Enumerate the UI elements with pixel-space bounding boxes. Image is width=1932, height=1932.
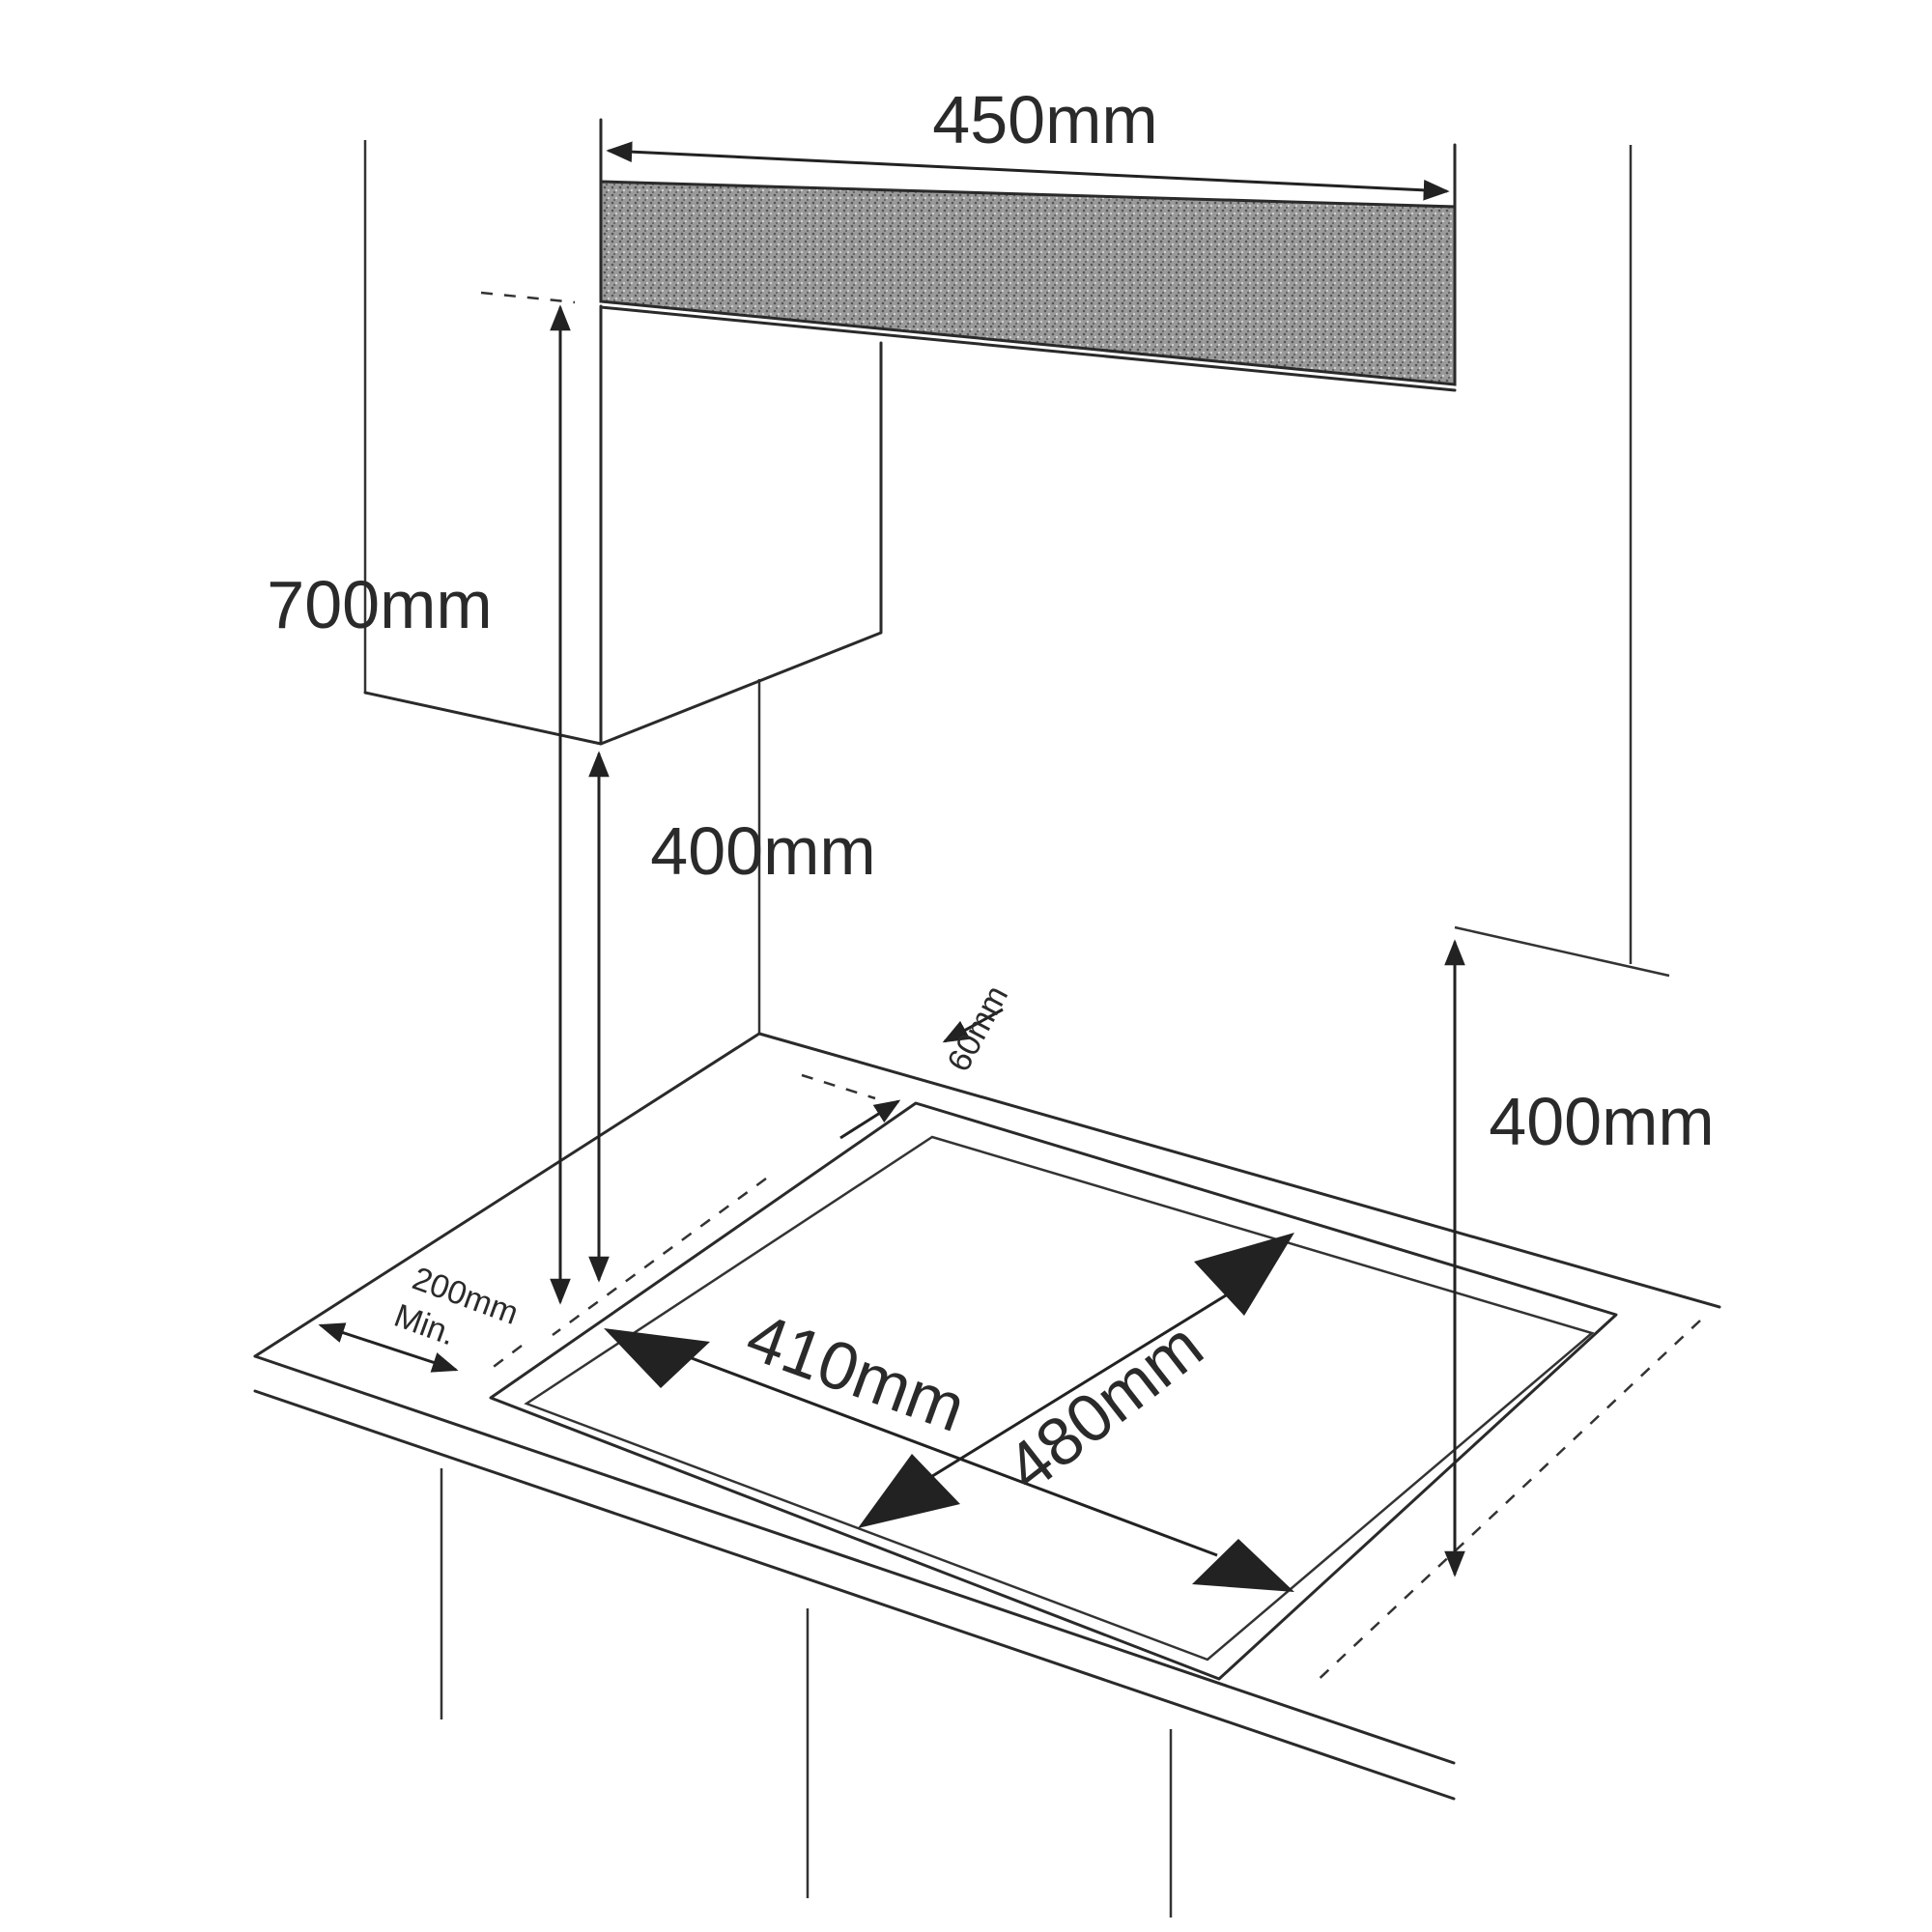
wall-lines — [363, 140, 1670, 1034]
hob-width-arrow-shaft — [675, 1350, 1218, 1557]
cabinet-clearance-label: 400mm — [650, 813, 875, 889]
hob-depth-arrow-shaft — [928, 1281, 1247, 1480]
hob-depth-arrowhead-top — [1194, 1233, 1294, 1316]
wall-cabinet — [363, 304, 883, 746]
hob-depth-arrowhead-bottom — [858, 1454, 960, 1528]
rear-clearance-label: 60mm — [940, 980, 1015, 1077]
hob-depth-label: 480mm — [992, 1308, 1216, 1506]
setback-lines — [490, 1073, 876, 1370]
hob-cutout — [489, 1101, 1618, 1681]
rear-clearance-arrow — [942, 1008, 1004, 1043]
hood-height-reference-line — [480, 291, 576, 304]
side-clearance-label: 400mm — [1489, 1084, 1714, 1159]
hood-width-arrow — [606, 141, 1450, 201]
hood-width-label: 450mm — [932, 82, 1157, 157]
front-clearance-arrow — [318, 1322, 459, 1373]
worktop — [253, 1032, 1721, 1918]
hob-width-arrowhead-right — [1192, 1539, 1294, 1592]
hob-width-label: 410mm — [737, 1298, 975, 1446]
rear-clearance-lower-arrow — [839, 1099, 901, 1140]
range-hood — [599, 118, 1457, 392]
hob-width-arrowhead-left — [604, 1328, 710, 1388]
dimension-arrows — [318, 141, 1465, 1592]
cabinet-height-label: 700mm — [267, 567, 492, 642]
